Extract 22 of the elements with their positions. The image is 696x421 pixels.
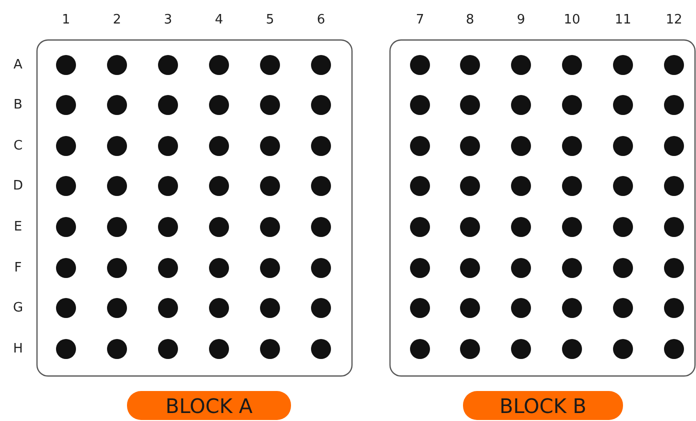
block-label: BLOCK B — [463, 391, 623, 420]
row-letter: B — [14, 98, 22, 112]
column-number: 9 — [516, 12, 526, 28]
column-number: 12 — [666, 12, 682, 28]
column-number: 4 — [214, 12, 224, 28]
column-number: 1 — [62, 12, 70, 28]
row-letter: D — [13, 178, 23, 194]
column-number: 8 — [466, 12, 474, 28]
row-letter: E — [14, 220, 22, 234]
column-number: 11 — [614, 12, 632, 28]
column-number: 3 — [164, 12, 172, 28]
column-number: 2 — [112, 12, 122, 28]
column-number: 5 — [266, 12, 274, 28]
column-number: 10 — [564, 12, 580, 28]
column-number: 6 — [316, 12, 326, 28]
block-label: BLOCK A — [127, 391, 291, 420]
row-letter: A — [14, 58, 22, 72]
row-letter: C — [13, 138, 23, 154]
column-number: 7 — [416, 12, 424, 28]
row-letter: F — [14, 260, 22, 276]
row-letter: G — [12, 300, 24, 316]
row-letter: H — [13, 342, 23, 356]
